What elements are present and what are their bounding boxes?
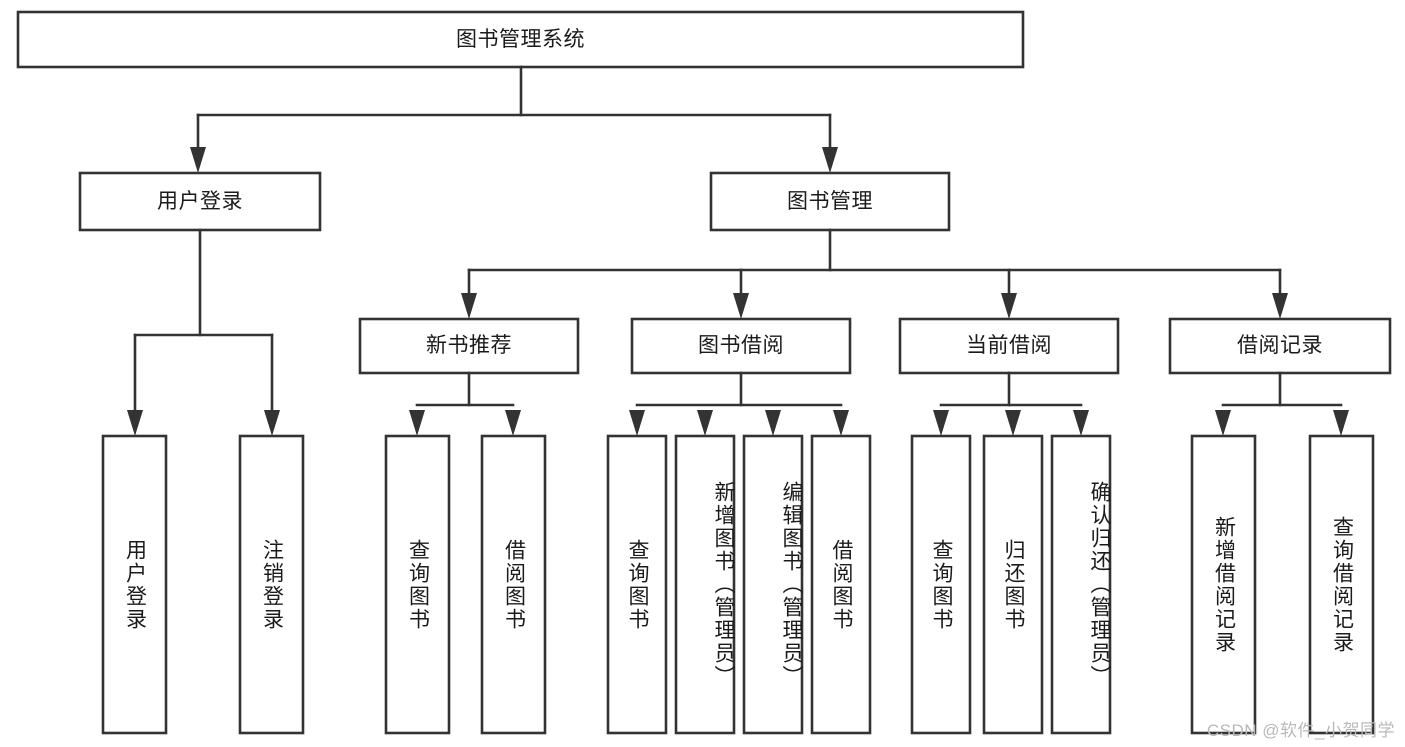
connector-lines-layer [127,65,1349,436]
node-box-book-management[interactable] [709,171,951,232]
node-box-new-book-recommend[interactable] [358,317,580,375]
node-box-book-borrow[interactable] [630,317,852,375]
arrow-head-borrow-3 [833,410,849,436]
node-box-leaf-record-add[interactable] [1190,434,1257,735]
arrow-head-borrow-1 [697,410,713,436]
node-box-leaf-user-logout[interactable] [238,434,305,735]
node-box-leaf-user-login[interactable] [101,434,168,735]
arrow-head-record-0 [1215,410,1231,436]
arrow-head-current-0 [933,410,949,436]
node-box-root[interactable] [16,10,1025,69]
arrow-head-recommend-1 [505,410,521,436]
node-box-borrow-record[interactable] [1168,317,1392,375]
csdn-watermark: CSDN @软件_小贺同学 [1206,721,1395,740]
arrow-head-borrow-2 [765,410,781,436]
node-box-current-borrow[interactable] [898,317,1120,375]
node-box-leaf-borrow-query-book[interactable] [606,434,668,735]
node-box-leaf-recommend-borrow-book[interactable] [480,434,547,735]
arrow-head-login-1 [264,410,280,436]
arrow-head-bookmgmt-3 [1272,293,1288,319]
node-box-leaf-current-query-book[interactable] [910,434,972,735]
node-box-leaf-borrow-edit-book[interactable] [742,434,804,735]
node-box-leaf-recommend-query-book[interactable] [384,434,451,735]
arrow-head-level1-0 [190,147,206,173]
arrow-head-level1-1 [822,147,838,173]
node-box-leaf-borrow-borrow-book[interactable] [810,434,872,735]
arrow-head-record-1 [1333,410,1349,436]
node-box-leaf-current-return-book[interactable] [982,434,1044,735]
arrow-head-current-2 [1073,410,1089,436]
arrow-head-current-1 [1005,410,1021,436]
node-box-leaf-record-query[interactable] [1308,434,1375,735]
arrow-head-bookmgmt-2 [1001,293,1017,319]
node-box-leaf-borrow-add-book[interactable] [674,434,736,735]
arrow-head-recommend-0 [409,410,425,436]
arrow-head-bookmgmt-0 [461,293,477,319]
arrow-head-borrow-0 [629,410,645,436]
node-box-leaf-current-confirm-return[interactable] [1050,434,1112,735]
arrow-head-bookmgmt-1 [733,293,749,319]
node-box-user-login[interactable] [78,171,322,232]
arrow-head-login-0 [127,410,143,436]
node-boxes-layer [16,10,1392,735]
